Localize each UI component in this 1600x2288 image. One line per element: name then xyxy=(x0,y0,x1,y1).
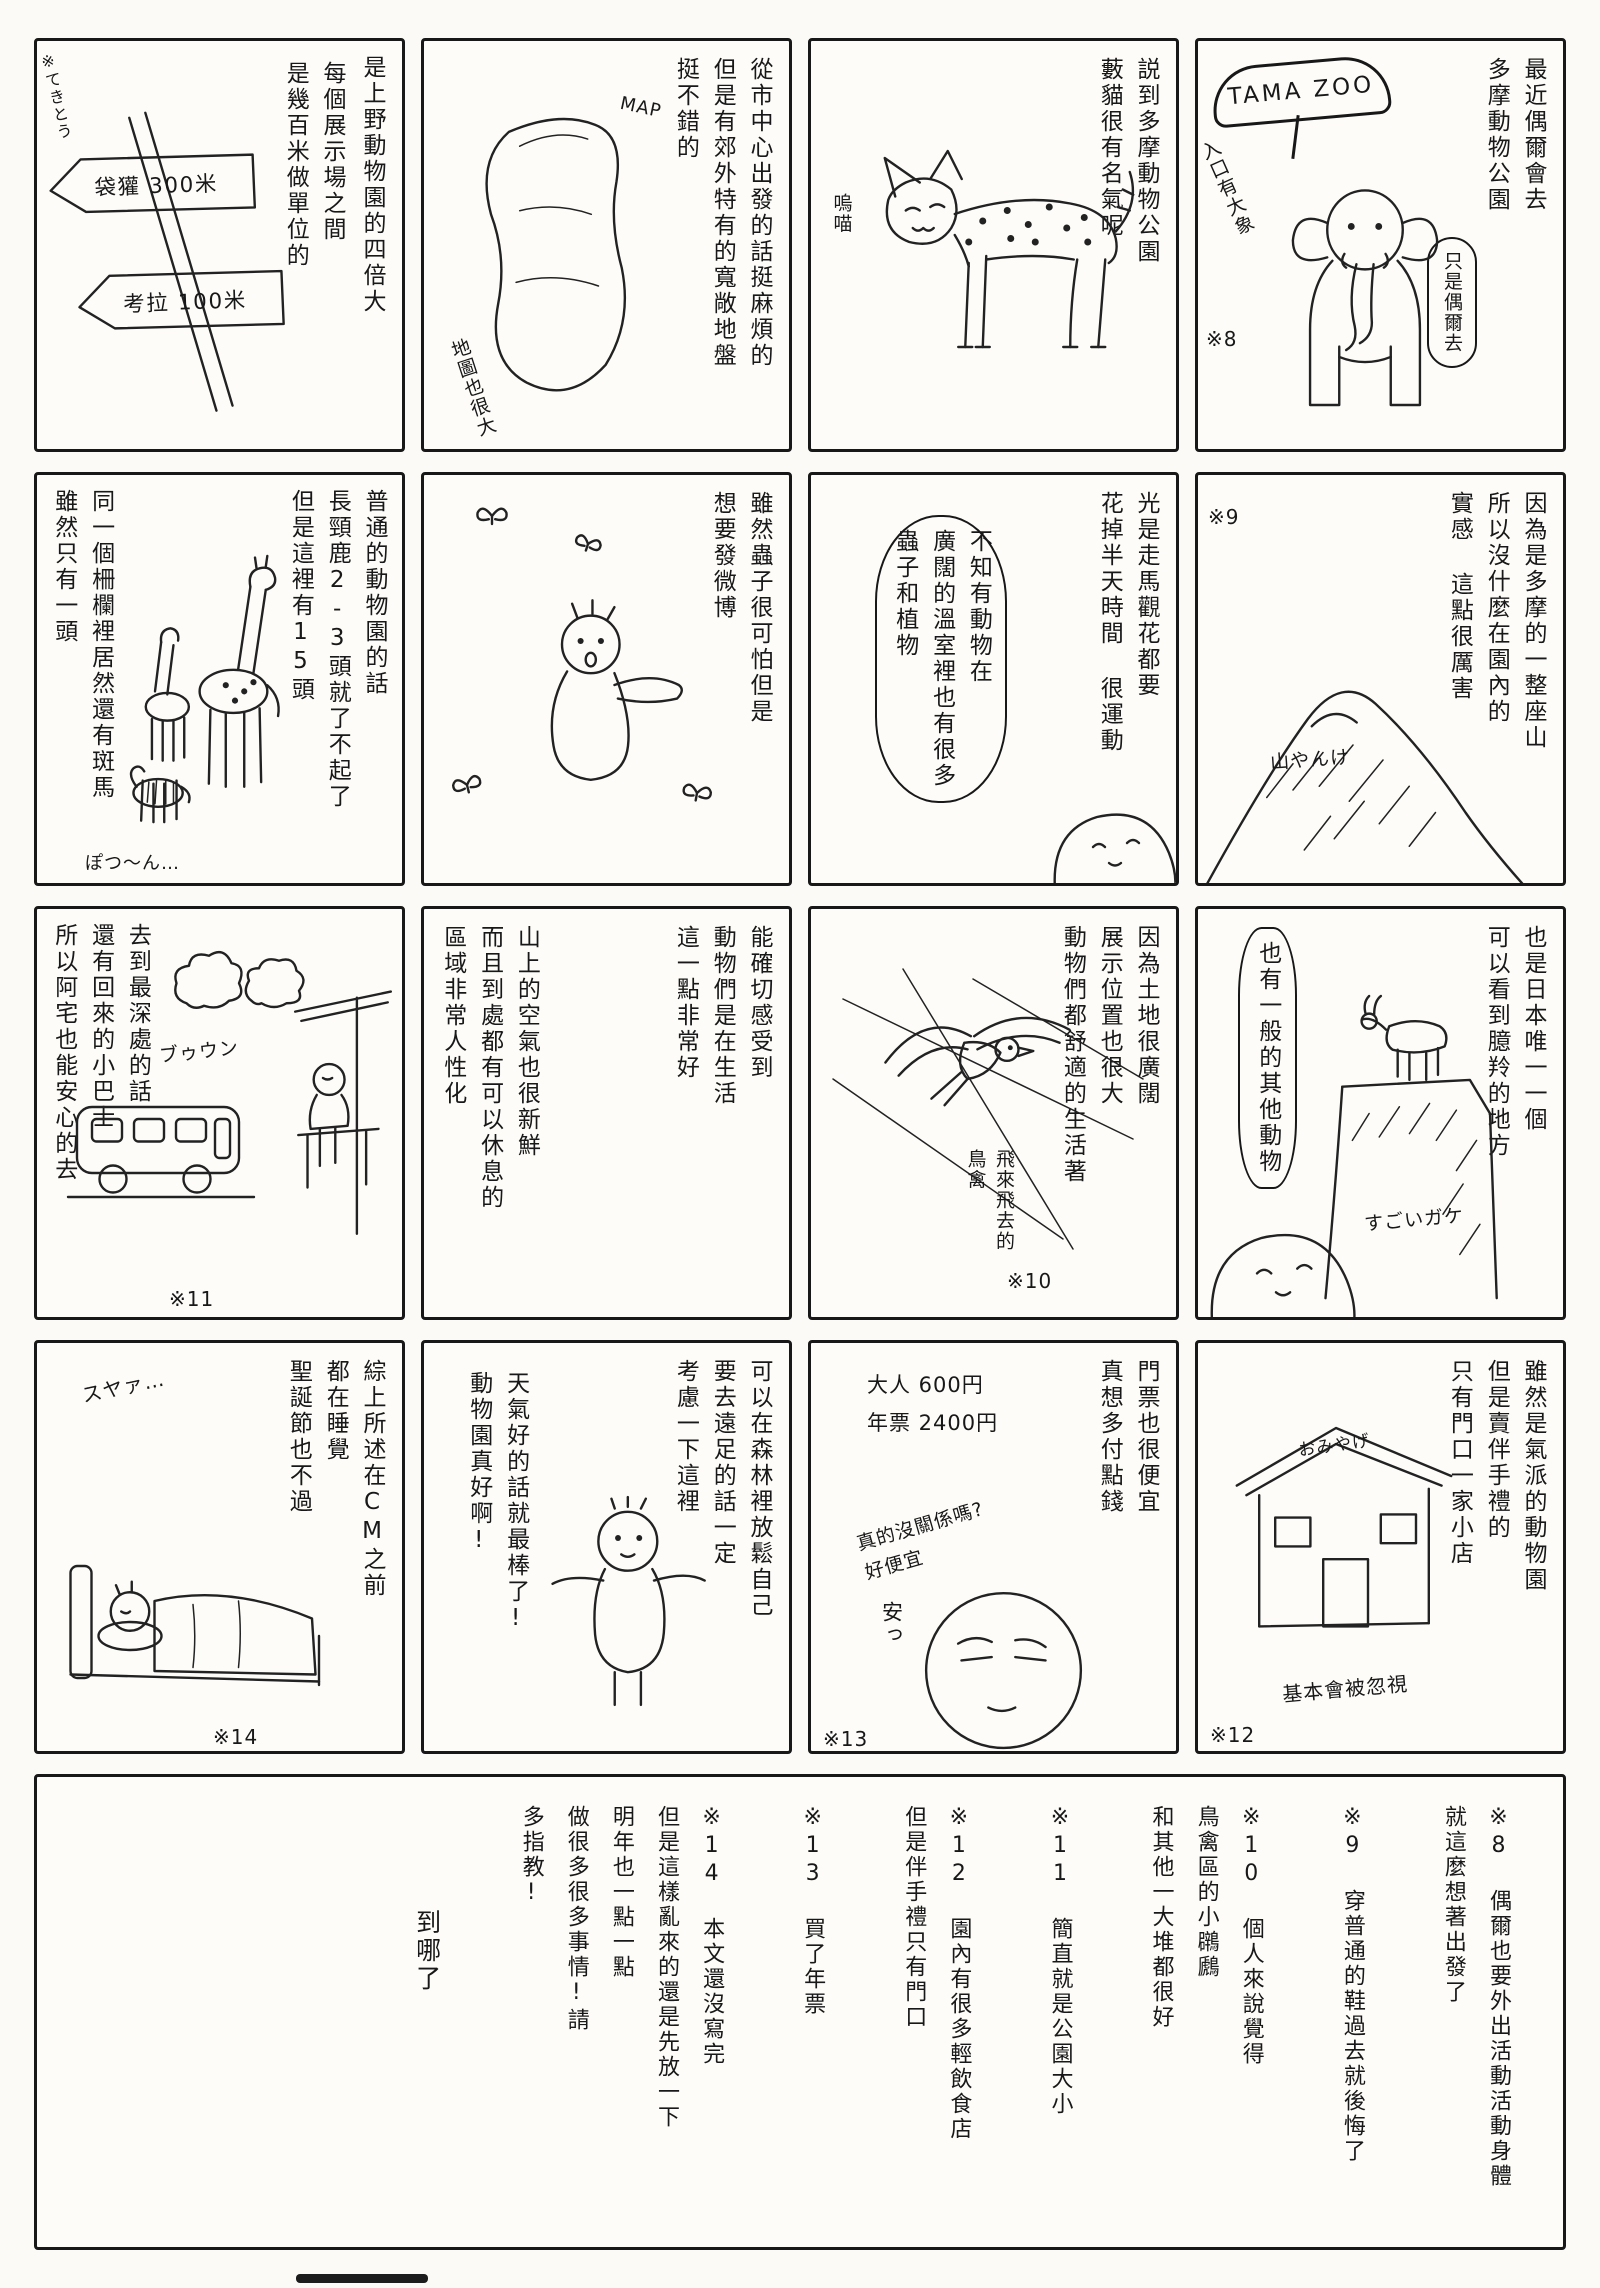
narration-text: 普通的動物園的話 長頸鹿2-3頭就了不起了 但是這裡有15頭 xyxy=(287,489,387,810)
panel-greenhouse: 光是走馬觀花都要 花掉半天時間 很運動 不知有動物在 廣闊的溫室裡也有很多 蟲子… xyxy=(808,472,1179,886)
footnote-12: ※12 園內有很多輕飲食店 但是伴手禮只有門口 xyxy=(901,1805,972,2142)
panel-butterflies: 雖然蟲子很可怕但是 想要發微博 xyxy=(421,472,792,886)
panel-mountain: 因為是多摩的一整座山 所以沒什麼在園內的 實感 這點很厲害 ※9 山やんけ xyxy=(1195,472,1566,886)
mountain-drawing xyxy=(1198,595,1538,886)
footnotes-panel: ※8 偶爾也要外出活動活動身體 就這麼想著出發了 ※9 穿普通的鞋過去就後悔了 … xyxy=(34,1774,1566,2250)
narration-text: 雖然蟲子很可怕但是 想要發微博 xyxy=(709,491,772,725)
blob-character xyxy=(1195,1193,1367,1320)
narration-text: 是上野動物園的四倍大 xyxy=(359,55,385,315)
narration-text-2: 山上的空氣也很新鮮 而且到處都有可以休息的 區域非常人性化 xyxy=(439,925,540,1211)
flight-path-lines xyxy=(823,959,1153,1259)
narration-text: 也是日本唯一一個 可以看到臆羚的地方 xyxy=(1483,925,1546,1159)
footnote-ref-13: ※13 xyxy=(823,1727,869,1751)
park-map-drawing xyxy=(448,95,663,425)
serow-on-cliff-drawing xyxy=(1302,957,1537,1317)
footnote-ref-8: ※8 xyxy=(1206,327,1238,351)
panel-giraffes: 普通的動物園的話 長頸鹿2-3頭就了不起了 但是這裡有15頭 同一個柵欄裡居然還… xyxy=(34,472,405,886)
sign-tasmanian-devil: 袋獾 300米 xyxy=(94,172,218,201)
row-4: 雖然是氣派的動物園 但是賣伴手禮的 只有門口一家小店 おみやげ 基本會被忽視 ※… xyxy=(34,1340,1566,1754)
narration-text: 最近偶爾會去 多摩動物公園 xyxy=(1483,57,1546,213)
panel-serow-cliff: 也是日本唯一一個 可以看到臆羚的地方 也有一般的其他動物 すごいガケ xyxy=(1195,906,1566,1320)
gate-caption: 入口有大象 xyxy=(1195,136,1258,240)
giraffes-zebra-drawing xyxy=(115,531,315,861)
narration-text: 因為土地很廣闊 展示位置也很大 動物們都舒適的生活著 xyxy=(1059,925,1159,1185)
bus-sound-effect: ブゥウン xyxy=(158,1036,241,1068)
panel-map: 從市中心出發的話挺麻煩的 但是有郊外特有的寬敞地盤 挺不錯的 MAP 地圖也很大 xyxy=(421,38,792,452)
mountain-caption: 山やんけ xyxy=(1269,746,1351,774)
blob-character xyxy=(1042,779,1179,886)
gift-shop-drawing xyxy=(1224,1407,1464,1657)
narration-text: 從市中心出發的話挺麻煩的 但是有郊外特有的寬敞地盤 挺不錯的 xyxy=(672,57,772,369)
panel-shuttle-bus: 去到最深處的話 還有回來的小巴士 所以阿宅也能安心的去 ブゥウン xyxy=(34,906,405,1320)
narration-text: 門票也很便宜 真想多付點錢 xyxy=(1096,1359,1159,1515)
footnote-ref-9: ※9 xyxy=(1208,505,1240,529)
footnote-14: ※14 本文還沒寫完 但是這樣亂來的還是先放一下 明年也一點一點 做很多很多事情… xyxy=(518,1805,725,2130)
butterfly-icon xyxy=(450,770,485,801)
narration-text: 能確切感受到 動物們是在生活 這一點非常好 xyxy=(672,925,772,1107)
price-list: 大人 600円 年票 2400円 xyxy=(867,1373,999,1435)
speech-bubble: 只是偶爾去 xyxy=(1426,237,1477,368)
butterfly-icon xyxy=(476,503,508,529)
trees-drawing xyxy=(169,927,319,1017)
signpost-drawing: 袋獾 300米 考拉 100米 xyxy=(34,79,314,433)
narration-text: 去到最深處的話 還有回來的小巴士 所以阿宅也能安心的去 xyxy=(50,923,151,1183)
panel-gift-shop: 雖然是氣派的動物園 但是賣伴手禮的 只有門口一家小店 おみやげ 基本會被忽視 ※… xyxy=(1195,1340,1566,1754)
row-2: 因為是多摩的一整座山 所以沒什麼在園內的 實感 這點很厲害 ※9 山やんけ 光是… xyxy=(34,472,1566,886)
footnote-ref-14: ※14 xyxy=(213,1725,259,1749)
narration-text: 雖然是氣派的動物園 但是賣伴手禮的 只有門口一家小店 xyxy=(1446,1359,1546,1593)
footnote-13: ※13 買了年票 xyxy=(800,1805,826,2017)
bus-drawing xyxy=(65,1077,260,1212)
panel-sleeping: 綜上所述在CM之前 都在睡覺 聖誕節也不過 スヤァ… ※14 xyxy=(34,1340,405,1754)
elephant-drawing xyxy=(1262,157,1468,447)
zoo-gate-sign: TAMA ZOO xyxy=(1209,53,1393,129)
panel-forest-relax: 可以在森林裡放鬆自己 要去遠足的話一定 考慮一下這裡 天氣好的話就最棒了! 動物… xyxy=(421,1340,792,1754)
person-pointing-drawing xyxy=(496,587,716,827)
panel-serval: 説到多摩動物公園 藪貓很有名氣呢 嗚喵 xyxy=(808,38,1179,452)
footnote-tail: 到哪了 xyxy=(412,1909,442,1993)
panel-zoo-gate: 最近偶爾會去 多摩動物公園 只是偶爾去 ※8 TAMA ZOO 入口有大象 xyxy=(1195,38,1566,452)
zebra-caption: ぽつ〜ん… xyxy=(85,853,180,874)
butterfly-icon xyxy=(680,779,714,808)
footnote-9: ※9 穿普通的鞋過去就後悔了 xyxy=(1339,1805,1365,2164)
panel-fresh-air: 能確切感受到 動物們是在生活 這一點非常好 山上的空氣也很新鮮 而且到處都有可以… xyxy=(421,906,792,1320)
bird-caption: 飛來飛去的 鳥禽 xyxy=(964,1149,1016,1252)
narration-text: 綜上所述在CM之前 都在睡覺 聖誕節也不過 xyxy=(285,1359,385,1599)
butterfly-icon xyxy=(571,529,604,559)
footnote-ref-12: ※12 xyxy=(1210,1723,1256,1747)
serval-cat-drawing xyxy=(859,151,1159,431)
row-3: 也是日本唯一一個 可以看到臆羚的地方 也有一般的其他動物 すごいガケ xyxy=(34,906,1566,1320)
narration-text: 説到多摩動物公園 藪貓很有名氣呢 xyxy=(1096,57,1159,265)
panel-ticket-price: 門票也很便宜 真想多付點錢 大人 600円 年票 2400円 真的沒關係嗎? 好… xyxy=(808,1340,1179,1754)
footnote-8: ※8 偶爾也要外出活動活動身體 就這麼想著出發了 xyxy=(1440,1805,1511,2189)
footnote-ref-10: ※10 xyxy=(1007,1269,1053,1293)
speech-bubble: 也有一般的其他動物 xyxy=(1238,927,1297,1189)
footnote-11: ※11 簡直就是公園大小 xyxy=(1047,1805,1073,2117)
sleeping-person-drawing xyxy=(53,1511,333,1726)
panel-signposts: 是上野動物園的四倍大 每個展示場之間 是幾百米做單位的 ※てきとう 袋獾 300… xyxy=(34,38,405,452)
sleep-sound-effect: スヤァ… xyxy=(79,1366,167,1408)
cheap-exclamation: 安っ xyxy=(879,1601,904,1646)
narration-text: 因為是多摩的一整座山 所以沒什麼在園內的 實感 這點很厲害 xyxy=(1446,491,1546,751)
sign-koala: 考拉 100米 xyxy=(123,288,247,317)
narration-text-2: 天氣好的話就最棒了! 動物園真好啊! xyxy=(465,1371,529,1634)
footnote-ref-11: ※11 xyxy=(169,1287,215,1311)
row-1: 最近偶爾會去 多摩動物公園 只是偶爾去 ※8 TAMA ZOO 入口有大象 xyxy=(34,38,1566,452)
narration-text-2: 同一個柵欄裡居然還有斑馬 雖然只有一頭 xyxy=(50,489,114,801)
bird-drawing xyxy=(869,999,1099,1149)
narration-text-2: 每個展示場之間 是幾百米做單位的 xyxy=(282,61,345,269)
narration-text: 可以在森林裡放鬆自己 要去遠足的話一定 考慮一下這裡 xyxy=(672,1359,772,1619)
footnote-10: ※10 個人來說覺得 鳥禽區的小鸊鷉 和其他一大堆都很好 xyxy=(1148,1805,1264,2067)
skeptical-face-drawing xyxy=(911,1573,1096,1754)
panel-birds: 因為土地很廣闊 展示位置也很大 動物們都舒適的生活著 飛來飛去的 鳥禽 ※10 xyxy=(808,906,1179,1320)
meow-caption: 嗚喵 xyxy=(830,193,853,234)
narration-text: 光是走馬觀花都要 花掉半天時間 很運動 xyxy=(1096,491,1159,754)
shop-caption: 基本會被忽視 xyxy=(1281,1671,1409,1707)
happy-person-drawing xyxy=(546,1485,726,1735)
bench-person-drawing xyxy=(289,965,397,1265)
scan-artifact xyxy=(296,2274,428,2283)
speech-bubble: 不知有動物在 廣闊的溫室裡也有很多 蟲子和植物 xyxy=(875,515,1008,803)
